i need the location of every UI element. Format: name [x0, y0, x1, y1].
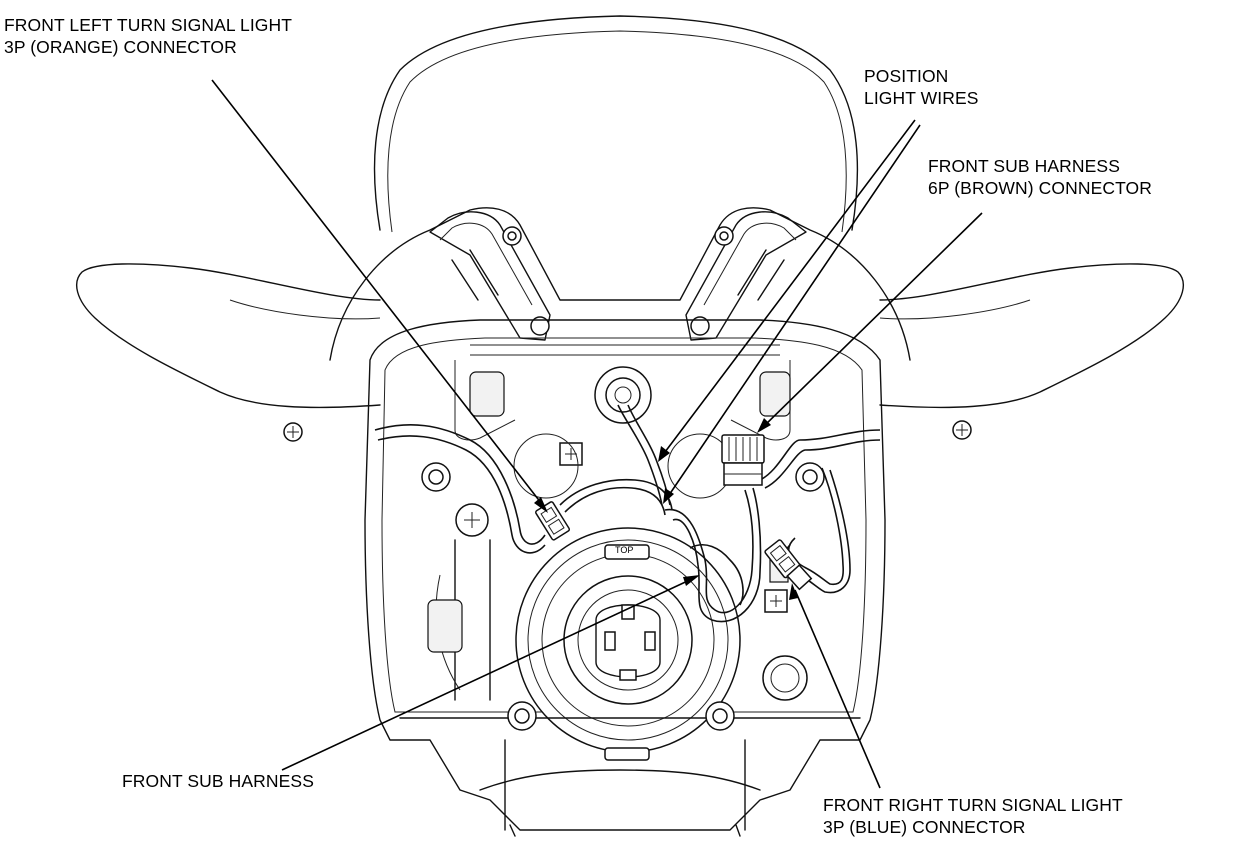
- callout-front-sub-harness-line1: FRONT SUB HARNESS: [122, 771, 314, 791]
- leader-6p-connector: [761, 212, 983, 429]
- position-light-wire-a: [617, 404, 663, 506]
- callout-right-turn-connector-line2: 3P (BLUE) CONNECTOR: [823, 817, 1026, 837]
- callout-right-turn-connector: FRONT RIGHT TURN SIGNAL LIGHT 3P (BLUE) …: [823, 794, 1123, 838]
- callout-front-sub-harness: FRONT SUB HARNESS: [122, 770, 314, 792]
- cowl-outline: [329, 207, 911, 361]
- callout-right-turn-connector-line1: FRONT RIGHT TURN SIGNAL LIGHT: [823, 795, 1123, 815]
- callout-left-turn-connector-line2: 3P (ORANGE) CONNECTOR: [4, 37, 237, 57]
- leader-position-wires-a: [661, 119, 916, 457]
- windscreen: [373, 15, 859, 231]
- left-bracket: [429, 211, 551, 341]
- callout-position-light-wires: POSITION LIGHT WIRES: [864, 65, 979, 109]
- 6p-connector: [721, 434, 765, 486]
- right-3p-connector: [764, 539, 801, 579]
- housing-frame: [364, 319, 886, 831]
- callout-position-light-wires-line1: POSITION: [864, 66, 949, 86]
- left-turn-signal: [76, 263, 381, 409]
- callout-sub-harness-connector: FRONT SUB HARNESS 6P (BROWN) CONNECTOR: [928, 155, 1152, 199]
- top-mark: TOP: [615, 545, 633, 555]
- callout-sub-harness-connector-line1: FRONT SUB HARNESS: [928, 156, 1120, 176]
- arrow-left-turn-connector: [534, 497, 548, 513]
- leader-right-turn-connector: [794, 589, 881, 789]
- front-sub-harness-wire: [374, 424, 546, 545]
- right-bracket: [685, 211, 807, 341]
- leader-position-wires-b: [666, 124, 921, 499]
- callout-left-turn-connector: FRONT LEFT TURN SIGNAL LIGHT 3P (ORANGE)…: [4, 14, 292, 58]
- right-turn-signal: [879, 263, 1184, 409]
- leader-left-turn-connector: [211, 79, 546, 509]
- callout-position-light-wires-line2: LIGHT WIRES: [864, 88, 979, 108]
- leader-front-sub-harness: [281, 577, 695, 771]
- callout-sub-harness-connector-line2: 6P (BROWN) CONNECTOR: [928, 178, 1153, 198]
- callout-left-turn-connector-line1: FRONT LEFT TURN SIGNAL LIGHT: [4, 15, 293, 35]
